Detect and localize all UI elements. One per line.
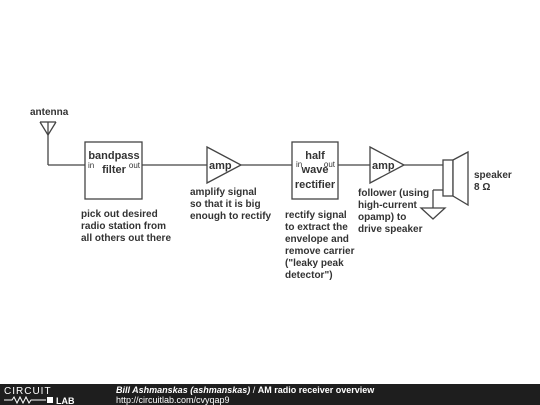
amp2-label: amp <box>372 160 395 172</box>
logo-text-top: CIRCUIT <box>4 386 52 397</box>
rectifier-note-line-6: detector") <box>285 270 333 281</box>
amp1-note-line-3: enough to rectify <box>190 211 272 222</box>
antenna-label: antenna <box>30 107 69 118</box>
bandpass-filter-block <box>84 141 143 200</box>
rectifier-title-line-2: wave <box>301 164 329 176</box>
bandpass-title-line-2: filter <box>102 164 127 176</box>
bandpass-note-line-3: all others out there <box>81 233 171 244</box>
block-diagram: antenna bandpass filter in out pick out … <box>30 107 512 281</box>
amp2-triangle <box>369 145 406 185</box>
bandpass-note-line-2: radio station from <box>81 221 166 232</box>
rectifier-title-line-1: half <box>305 150 325 162</box>
amp1-triangle <box>206 145 243 185</box>
ground-icon <box>419 189 447 220</box>
author-name[interactable]: Bill Ashmanskas (ashmanskas) <box>116 385 251 395</box>
rectifier-note-line-3: envelope and <box>285 234 349 245</box>
bandpass-out-port: out <box>129 161 141 170</box>
rectifier-note-line-1: rectify signal <box>285 210 347 221</box>
logo-text-bottom: LAB <box>56 396 75 405</box>
rectifier-note-line-2: to extract the <box>285 222 348 233</box>
amp1-note-line-2: so that it is big <box>190 199 261 210</box>
speaker-label-line-2: 8 Ω <box>474 182 490 193</box>
credit-separator: / <box>250 385 258 395</box>
rectifier-note-line-4: remove carrier <box>285 246 355 257</box>
circuit-title[interactable]: AM radio receiver overview <box>257 385 375 395</box>
amp1-note-line-1: amplify signal <box>190 187 257 198</box>
amp2-note-line-1: follower (using <box>358 188 429 199</box>
footer-bar: CIRCUIT LAB Bill Ashmanskas (ashmanskas)… <box>0 384 540 405</box>
circuit-url[interactable]: http://circuitlab.com/cvyqap9 <box>116 395 230 405</box>
bandpass-title-line-1: bandpass <box>88 150 139 162</box>
amp2-note-line-3: opamp) to <box>358 212 406 223</box>
credit-line: Bill Ashmanskas (ashmanskas) / AM radio … <box>116 385 374 395</box>
bandpass-note-line-1: pick out desired <box>81 209 158 220</box>
circuitlab-logo[interactable]: CIRCUIT LAB <box>4 385 94 405</box>
rectifier-block <box>291 141 339 200</box>
bandpass-in-port: in <box>88 161 94 170</box>
speaker-symbol <box>442 150 469 207</box>
antenna-symbol <box>39 121 85 166</box>
rectifier-title-line-3: rectifier <box>295 179 336 191</box>
rectifier-out-port: out <box>324 160 336 169</box>
rectifier-in-port: in <box>296 160 302 169</box>
amp1-label: amp <box>209 160 232 172</box>
speaker-label-line-1: speaker <box>474 170 512 181</box>
rectifier-note-line-5: ("leaky peak <box>285 258 344 269</box>
amp2-note-line-4: drive speaker <box>358 224 423 235</box>
amp2-note-line-2: high-current <box>358 200 418 211</box>
